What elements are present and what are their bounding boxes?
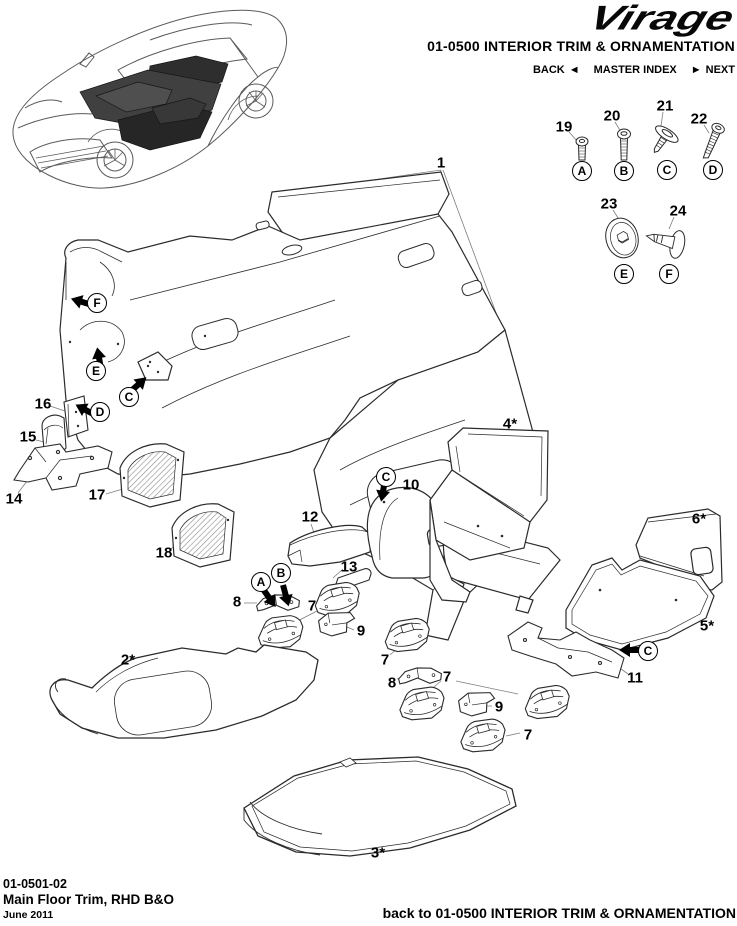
next-label: NEXT	[705, 64, 735, 76]
back-label: BACK	[532, 64, 565, 76]
doc-number: 01-0501-02	[3, 877, 67, 891]
part-12-trim-panel	[287, 524, 373, 567]
part-5-rear-floor-mat	[565, 557, 715, 651]
fastener-24-pushpin-icon	[645, 230, 686, 259]
part-4-rear-bulkhead-carpet	[429, 427, 549, 603]
header-nav: BACK ◄ MASTER INDEX ► NEXT	[533, 64, 735, 76]
fastener-19-screw-icon	[575, 136, 589, 161]
doc-title: Main Floor Trim, RHD B&O	[3, 892, 175, 908]
part-14-bracket	[13, 443, 113, 491]
footer-document-info: 01-0501-02 Main Floor Trim, RHD B&O June…	[3, 877, 174, 922]
part-11-bracket	[507, 621, 625, 679]
part-6-quarter-trim	[635, 508, 723, 591]
next-arrow-icon: ►	[690, 64, 702, 76]
back-to-section-link[interactable]: back to 01-0500 INTERIOR TRIM & ORNAMENT…	[382, 905, 736, 921]
part-18-grille-panel	[171, 503, 235, 568]
part-17-grille-panel	[119, 443, 185, 508]
back-arrow-icon: ◄	[568, 64, 580, 76]
master-index-label: MASTER INDEX	[593, 64, 677, 76]
fastener-legend-icons	[575, 122, 725, 259]
part-2-front-floor-mat	[49, 644, 319, 739]
part-16-panel	[63, 395, 89, 438]
fastener-20-screw-icon	[617, 128, 631, 161]
page-title: 01-0500 INTERIOR TRIM & ORNAMENTATION	[427, 38, 735, 54]
fastener-21-rivet-icon	[653, 125, 679, 153]
next-link[interactable]: ► NEXT	[691, 64, 735, 76]
part-3-rear-floor-mat	[243, 756, 517, 857]
back-link[interactable]: BACK ◄	[533, 64, 580, 76]
fastener-22-bolt-icon	[702, 122, 725, 159]
virage-logo: Virage	[584, 0, 737, 37]
doc-date: June 2011	[3, 908, 54, 921]
master-index-link[interactable]: MASTER INDEX	[594, 64, 677, 76]
fastener-23-grommet-icon	[605, 217, 639, 259]
car-locator-illustration	[12, 9, 287, 189]
